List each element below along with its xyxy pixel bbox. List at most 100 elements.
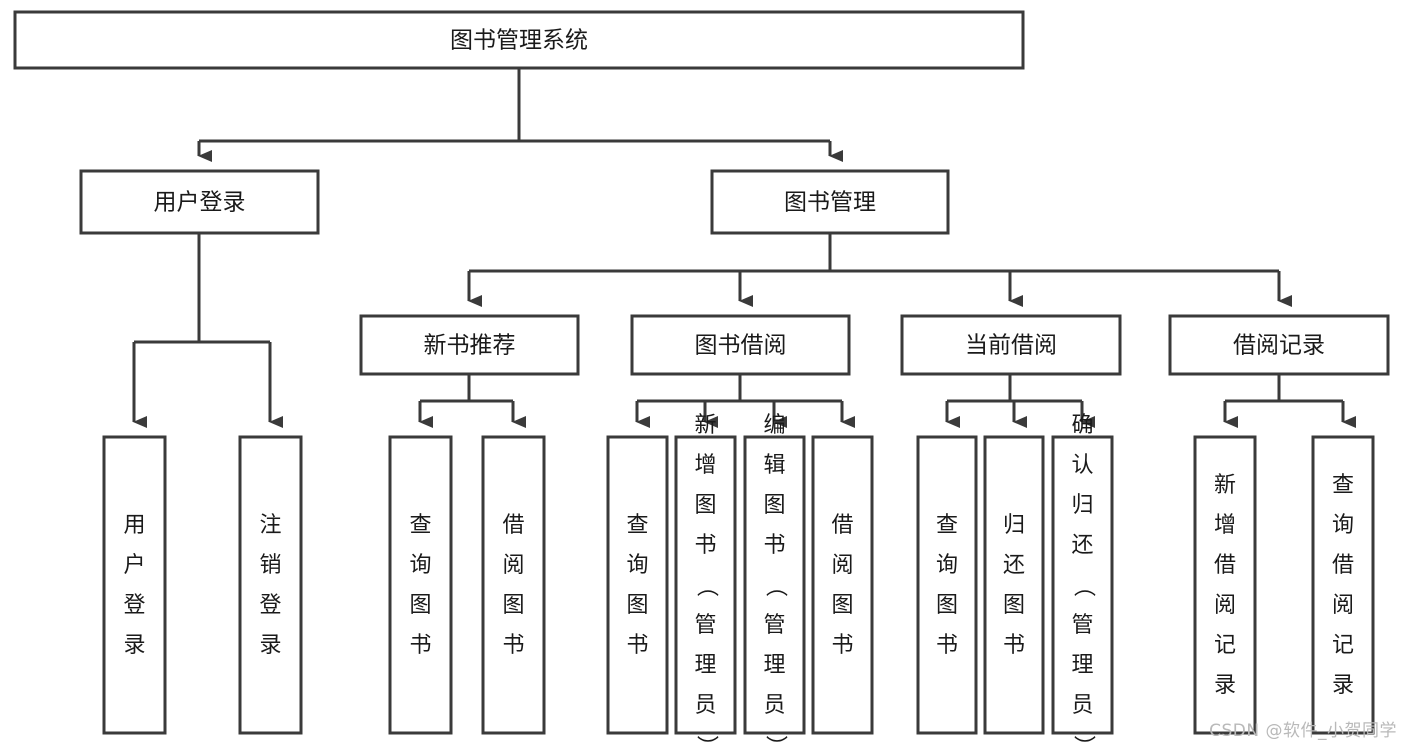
node-box-borrow-record [1168,314,1390,376]
node-label-leaf-user-login-char-3: 录 [123,633,145,658]
node-box-current-borrow [900,314,1122,376]
node-leaf-user-login[interactable]: 用户登录 [102,435,167,735]
node-label-leaf-edit-book-admin-char-0: 编 [763,413,785,438]
node-label-leaf-borrow-book-char-3: 书 [831,633,853,658]
node-current-borrow[interactable]: 当前借阅 [900,314,1122,376]
watermark-text: CSDN @软件_小贺同学 [1209,721,1397,741]
node-label-leaf-add-book-admin-char-2: 图 [694,493,716,518]
node-label-leaf-add-book-admin-char-5: 管 [694,613,716,638]
node-label-leaf-query-book-rec-char-1: 询 [409,553,431,578]
node-label-leaf-edit-book-admin-char-3: 书 [763,533,785,558]
node-label-leaf-add-book-admin-char-3: 书 [694,533,716,558]
connectors-root-to-level2 [197,68,843,162]
node-label-leaf-add-book-admin-char-7: 员 [694,693,716,718]
node-label-leaf-edit-book-admin-char-2: 图 [763,493,785,518]
node-box-leaf-borrow-book [811,435,874,735]
node-box-book-manage [710,169,950,235]
node-box-leaf-query-book-rec [388,435,453,735]
connectors-borrowrecord-to-leaves [1223,374,1356,428]
node-user-login[interactable]: 用户登录 [79,169,320,235]
node-box-leaf-return-book [983,435,1045,735]
node-label-leaf-add-book-admin-char-0: 新 [694,413,716,438]
node-label-leaf-confirm-return-admin-char-2: 归 [1071,493,1093,518]
node-label-leaf-return-book-char-3: 书 [1003,633,1025,658]
node-label-leaf-query-borrow-record-char-5: 录 [1332,673,1354,698]
node-label-leaf-user-login-char-1: 户 [123,553,145,578]
node-label-leaf-confirm-return-admin-char-5: 管 [1071,613,1093,638]
node-label-leaf-confirm-return-admin-char-4: （ [1071,575,1096,597]
node-box-leaf-add-borrow-record [1193,435,1257,735]
node-book-borrow[interactable]: 图书借阅 [630,314,851,376]
node-label-leaf-query-book-current-char-3: 书 [936,633,958,658]
node-label-leaf-query-book-current-char-1: 询 [936,553,958,578]
node-label-leaf-add-borrow-record-char-0: 新 [1214,473,1236,498]
node-label-leaf-borrow-book-char-0: 借 [831,513,853,538]
node-label-leaf-borrow-book-rec-char-2: 图 [502,593,524,618]
node-label-leaf-borrow-book-char-1: 阅 [831,553,853,578]
node-label-leaf-query-book-rec-char-3: 书 [409,633,431,658]
node-label-leaf-add-book-admin-char-1: 增 [694,453,716,478]
connectors-bookmanage-to-level3 [467,233,1292,307]
node-label-leaf-query-borrow-record-char-3: 阅 [1332,593,1354,618]
node-label-leaf-confirm-return-admin-char-7: 员 [1071,693,1093,718]
node-box-leaf-user-logout [238,435,303,735]
node-label-leaf-add-borrow-record-char-2: 借 [1214,553,1236,578]
node-label-leaf-confirm-return-admin-char-3: 还 [1071,533,1093,558]
node-label-leaf-return-book-char-0: 归 [1003,513,1025,538]
node-label-leaf-edit-book-admin-char-7: 员 [763,693,785,718]
node-box-leaf-add-book-admin [674,435,737,735]
node-label-leaf-edit-book-admin-char-4: （ [763,575,788,597]
node-label-leaf-add-borrow-record-char-5: 录 [1214,673,1236,698]
node-new-book-recommend[interactable]: 新书推荐 [359,314,580,376]
connectors-newbook-to-leaves [418,374,526,428]
node-label-leaf-borrow-book-rec-char-3: 书 [502,633,524,658]
node-label-leaf-query-book-borrow-char-0: 查 [626,513,648,538]
node-label-leaf-borrow-book-rec-char-0: 借 [502,513,524,538]
node-box-leaf-query-book-current [916,435,978,735]
node-box-leaf-query-borrow-record [1311,435,1375,735]
node-label-leaf-user-logout-char-0: 注 [259,513,281,538]
node-label-leaf-query-book-borrow-char-1: 询 [626,553,648,578]
node-label-book-manage: 图书管理 [784,190,876,216]
node-label-leaf-query-book-current-char-0: 查 [936,513,958,538]
node-label-leaf-edit-book-admin-char-6: 理 [763,653,785,678]
node-label-user-login: 用户登录 [154,190,246,216]
node-box-root [13,10,1025,70]
node-label-leaf-borrow-book-char-2: 图 [831,593,853,618]
node-box-user-login [79,169,320,235]
node-label-leaf-return-book-char-1: 还 [1003,553,1025,578]
node-label-leaf-confirm-return-admin-char-8: ） [1071,735,1096,747]
node-label-leaf-query-borrow-record-char-0: 查 [1332,473,1354,498]
node-box-leaf-user-login [102,435,167,735]
node-box-leaf-borrow-book-rec [481,435,546,735]
node-label-leaf-add-borrow-record-char-3: 阅 [1214,593,1236,618]
node-label-root: 图书管理系统 [450,28,588,54]
node-label-leaf-user-login-char-2: 登 [123,593,145,618]
node-label-borrow-record: 借阅记录 [1233,333,1325,359]
node-book-manage[interactable]: 图书管理 [710,169,950,235]
node-borrow-record[interactable]: 借阅记录 [1168,314,1390,376]
node-label-book-borrow: 图书借阅 [695,333,787,359]
node-label-leaf-query-book-rec-char-2: 图 [409,593,431,618]
node-label-leaf-query-borrow-record-char-1: 询 [1332,513,1354,538]
node-root[interactable]: 图书管理系统 [13,10,1025,70]
connectors-bookborrow-to-leaves [635,374,855,428]
node-label-leaf-add-borrow-record-char-4: 记 [1214,633,1236,658]
node-box-leaf-confirm-return-admin [1051,435,1114,735]
node-box-leaf-query-book-borrow [606,435,669,735]
node-label-leaf-add-book-admin-char-4: （ [694,575,719,597]
connectors-currentborrow-to-leaves [945,374,1095,428]
